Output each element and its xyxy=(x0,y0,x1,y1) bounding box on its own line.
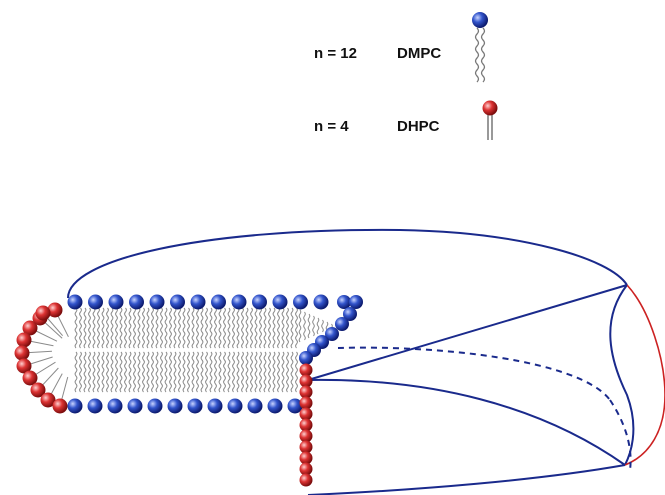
dhpc-head xyxy=(22,320,38,336)
dhpc-head xyxy=(299,407,313,421)
dmpc-head xyxy=(207,398,223,414)
dmpc-head xyxy=(252,294,267,310)
legend-dmpc: n = 12 DMPC xyxy=(314,12,488,83)
dmpc-head xyxy=(337,295,351,309)
dhpc-count-label: n = 4 xyxy=(314,118,349,135)
dmpc-head xyxy=(147,398,163,414)
dmpc-head xyxy=(349,295,363,309)
dmpc-head xyxy=(87,398,103,414)
dmpc-name-label: DMPC xyxy=(397,45,441,62)
dhpc-head xyxy=(299,462,313,476)
dhpc-head xyxy=(14,345,30,361)
dhpc-head xyxy=(22,370,38,386)
dmpc-head xyxy=(211,294,226,310)
dmpc-head xyxy=(299,351,313,365)
dmpc-head xyxy=(287,398,303,414)
legend-dhpc: n = 4 DHPC xyxy=(314,100,498,140)
dmpc-lipid-icon xyxy=(472,12,488,83)
dhpc-head xyxy=(299,385,313,399)
dmpc-head xyxy=(108,294,124,310)
dmpc-head xyxy=(247,398,263,414)
dmpc-count-label: n = 12 xyxy=(314,45,357,62)
dhpc-head xyxy=(299,429,313,443)
dhpc-head xyxy=(299,396,313,410)
dhpc-head xyxy=(30,382,46,398)
dhpc-head xyxy=(299,440,313,454)
dhpc-head xyxy=(40,392,56,408)
dmpc-head xyxy=(88,294,103,310)
dmpc-head xyxy=(149,294,165,310)
dmpc-head xyxy=(170,294,185,310)
dmpc-head xyxy=(67,294,83,310)
dhpc-lipid-icon xyxy=(482,100,498,140)
dmpc-head xyxy=(190,294,206,310)
dmpc-head xyxy=(129,294,144,310)
dmpc-head xyxy=(167,398,183,414)
dmpc-head xyxy=(325,327,339,341)
dhpc-head xyxy=(299,418,313,432)
dmpc-head xyxy=(187,398,203,414)
dhpc-head xyxy=(299,473,313,487)
dmpc-head xyxy=(127,398,143,414)
dmpc-head xyxy=(67,398,83,414)
dmpc-head xyxy=(231,294,247,310)
dmpc-head xyxy=(313,294,329,310)
lipid-heads xyxy=(14,294,363,487)
dmpc-head xyxy=(293,294,308,310)
dhpc-head xyxy=(299,363,313,377)
dhpc-name-label: DHPC xyxy=(397,118,440,135)
lipid-tails xyxy=(74,307,333,393)
legend: n = 12 DMPC n = 4 DHPC xyxy=(314,12,498,140)
dmpc-head xyxy=(107,398,123,414)
dmpc-head xyxy=(267,398,283,414)
dhpc-head xyxy=(299,374,313,388)
dmpc-head xyxy=(343,307,357,321)
dhpc-head xyxy=(16,358,32,374)
dmpc-head xyxy=(227,398,243,414)
dhpc-head xyxy=(299,451,313,465)
dhpc-head xyxy=(52,398,68,414)
dhpc-head xyxy=(35,305,51,321)
dhpc-head xyxy=(16,332,32,348)
dmpc-head xyxy=(272,294,288,310)
dmpc-head xyxy=(335,317,349,331)
dhpc-head xyxy=(47,302,63,318)
